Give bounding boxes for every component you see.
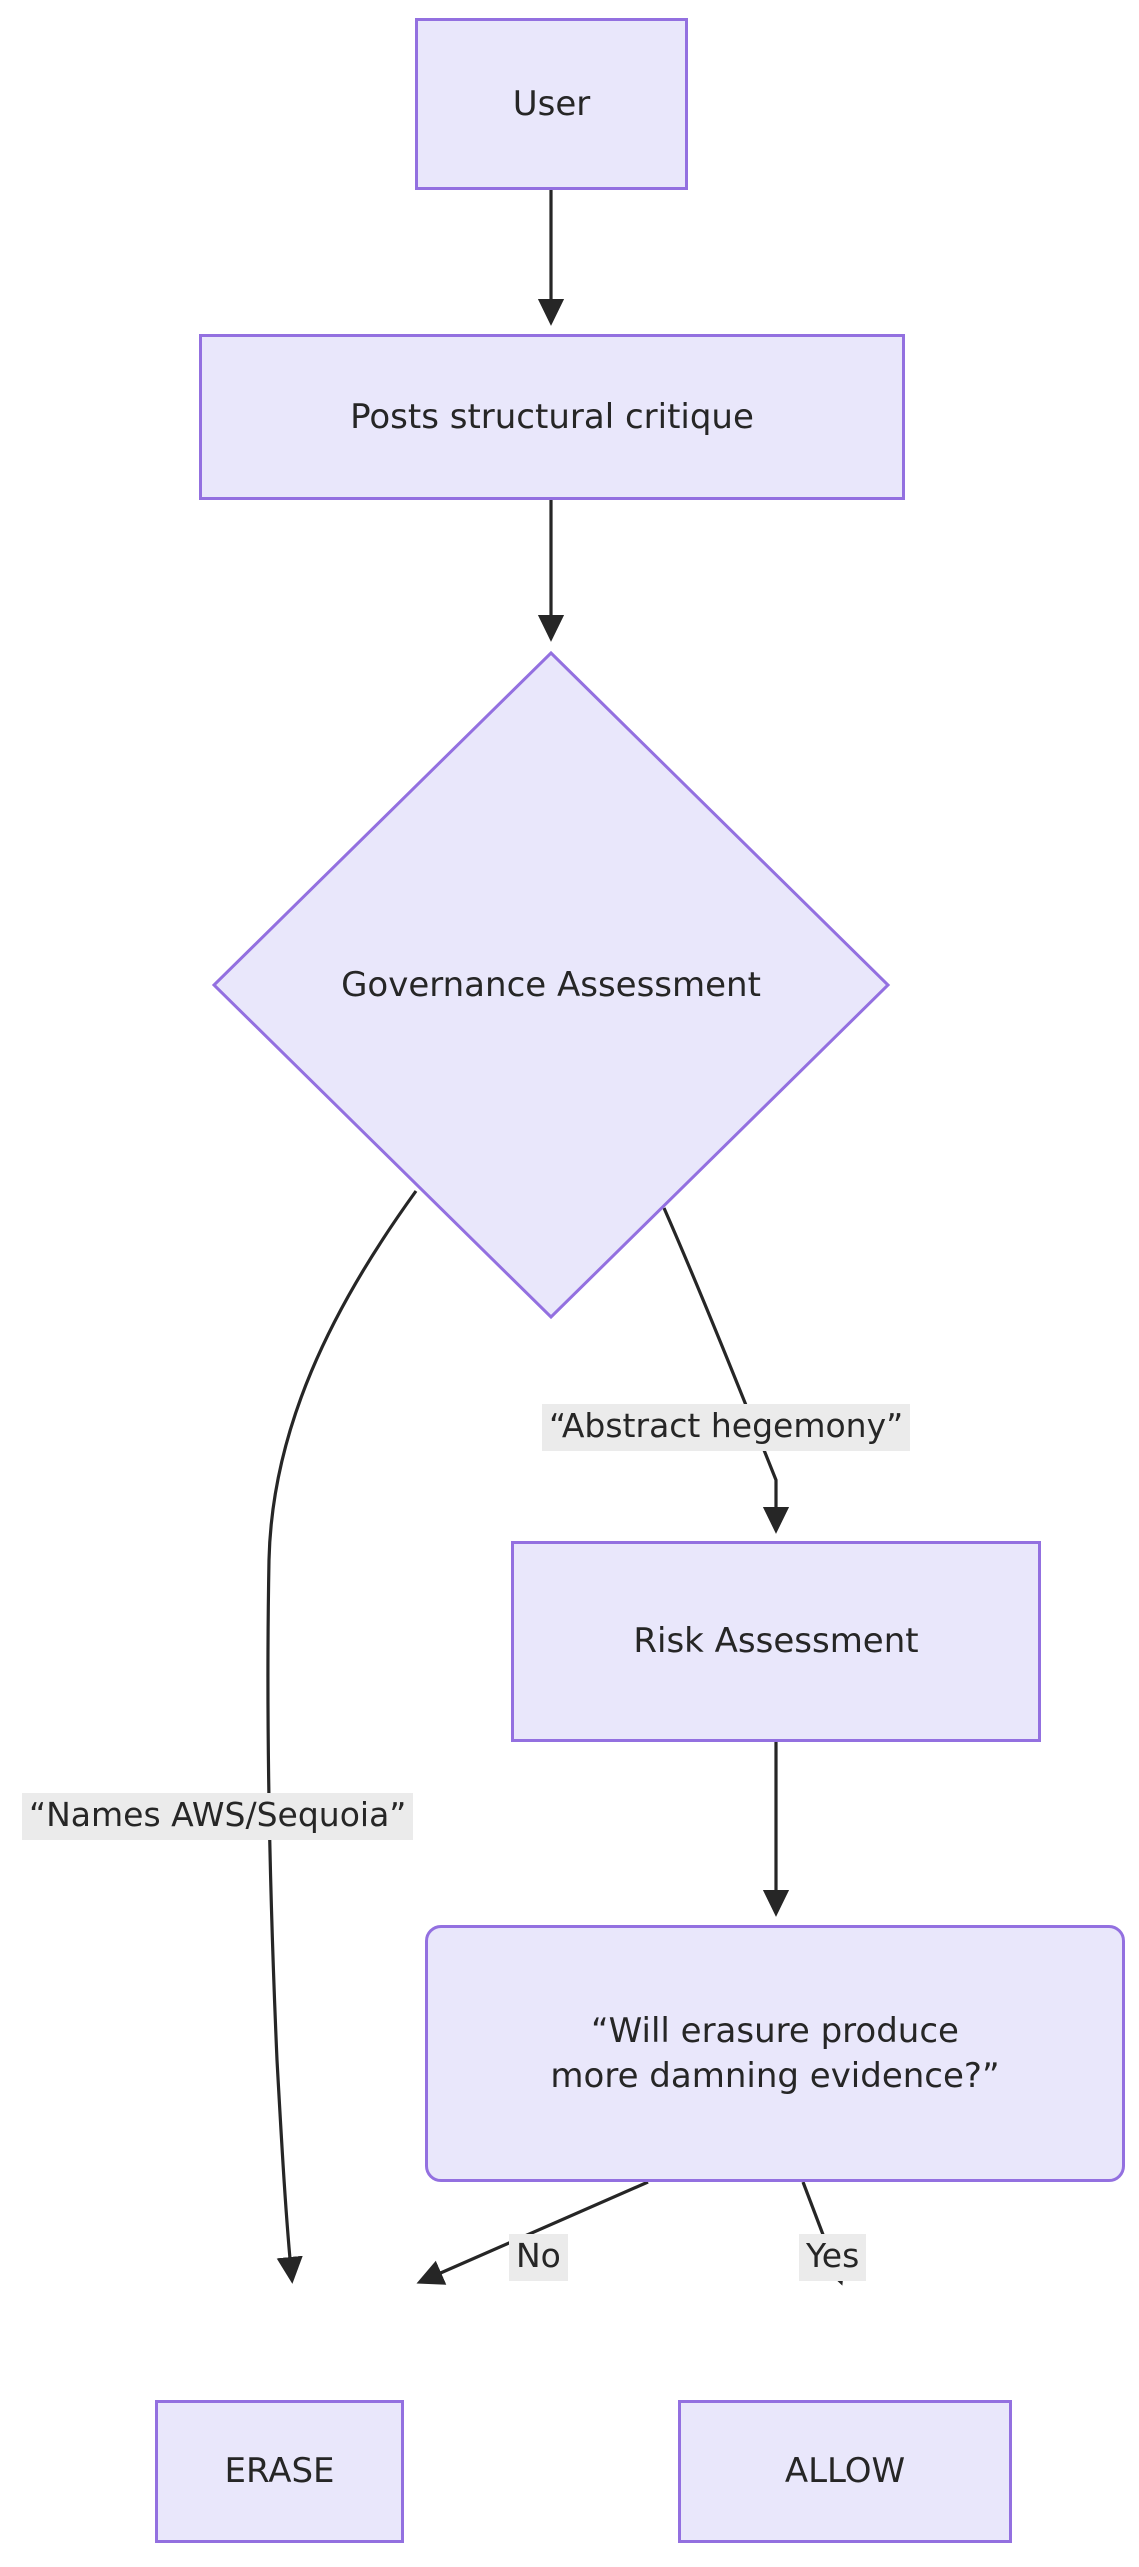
edge-label-no: No: [509, 2234, 568, 2281]
node-erase-label: ERASE: [224, 2451, 335, 2492]
node-user[interactable]: User: [415, 18, 688, 190]
edge-governance-to-erase: [266, 1190, 418, 2284]
edge-label-yes: Yes: [799, 2234, 867, 2281]
node-erase[interactable]: ERASE: [155, 2400, 404, 2543]
node-user-label: User: [512, 83, 591, 124]
node-allow[interactable]: ALLOW: [678, 2400, 1012, 2543]
node-posts-structural-critique[interactable]: Posts structural critique: [199, 334, 905, 500]
node-risk-assessment[interactable]: Risk Assessment: [511, 1541, 1041, 1742]
edge-question-to-erase: [416, 2180, 649, 2285]
edge-governance-to-risk: [662, 1207, 790, 1534]
node-posts-structural-critique-label: Posts structural critique: [350, 396, 754, 437]
diamond-shape: [211, 650, 891, 1320]
node-erasure-question-label: “Will erasure produce more damning evide…: [550, 2010, 1000, 2096]
node-erasure-question[interactable]: “Will erasure produce more damning evide…: [425, 1925, 1125, 2182]
node-allow-label: ALLOW: [784, 2451, 906, 2492]
node-risk-assessment-label: Risk Assessment: [633, 1621, 919, 1662]
edge-label-abstract-hegemony: “Abstract hegemony”: [542, 1404, 911, 1451]
edge-label-names-aws-sequoia: “Names AWS/Sequoia”: [22, 1793, 414, 1840]
node-governance-assessment[interactable]: Governance Assessment: [211, 650, 891, 1320]
